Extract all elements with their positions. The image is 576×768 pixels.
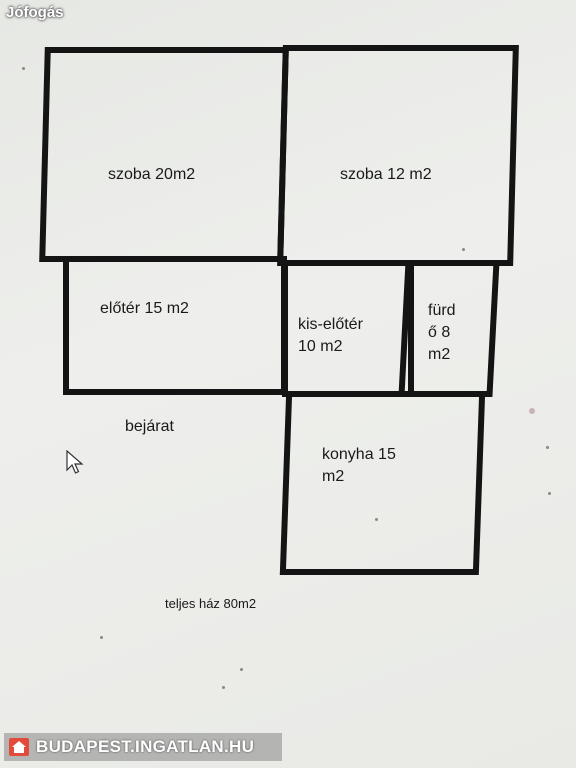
dust-speck — [22, 67, 25, 70]
label-konyha: konyha 15 m2 — [322, 446, 396, 485]
dust-speck — [529, 408, 535, 414]
room-kis-eloter — [282, 260, 414, 397]
room-szoba-20 — [39, 47, 289, 262]
dust-speck — [546, 446, 549, 449]
dust-speck — [240, 668, 243, 671]
dust-speck — [100, 636, 103, 639]
house-icon — [9, 738, 29, 756]
room-szoba-12 — [277, 45, 519, 266]
room-eloter — [63, 256, 287, 395]
watermark-text: BUDAPEST.INGATLAN.HU — [36, 737, 255, 756]
dust-speck — [462, 248, 465, 251]
jofogas-watermark: Jófogás — [6, 4, 64, 21]
label-szoba-12: szoba 12 m2 — [340, 166, 432, 183]
dust-speck — [548, 492, 551, 495]
label-szoba-20: szoba 20m2 — [108, 166, 196, 183]
dust-speck — [222, 686, 225, 689]
label-kis-eloter: kis-előtér 10 m2 — [298, 316, 363, 355]
mouse-pointer-icon — [66, 450, 84, 474]
label-total-area: teljes ház 80m2 — [165, 596, 257, 611]
budapest-ingatlan-watermark: BUDAPEST.INGATLAN.HU — [4, 733, 282, 761]
dust-speck — [375, 518, 378, 521]
label-eloter: előtér 15 m2 — [100, 300, 189, 317]
label-furdo: fürd ő 8 m2 — [428, 302, 456, 363]
label-bejarat: bejárat — [125, 418, 174, 435]
